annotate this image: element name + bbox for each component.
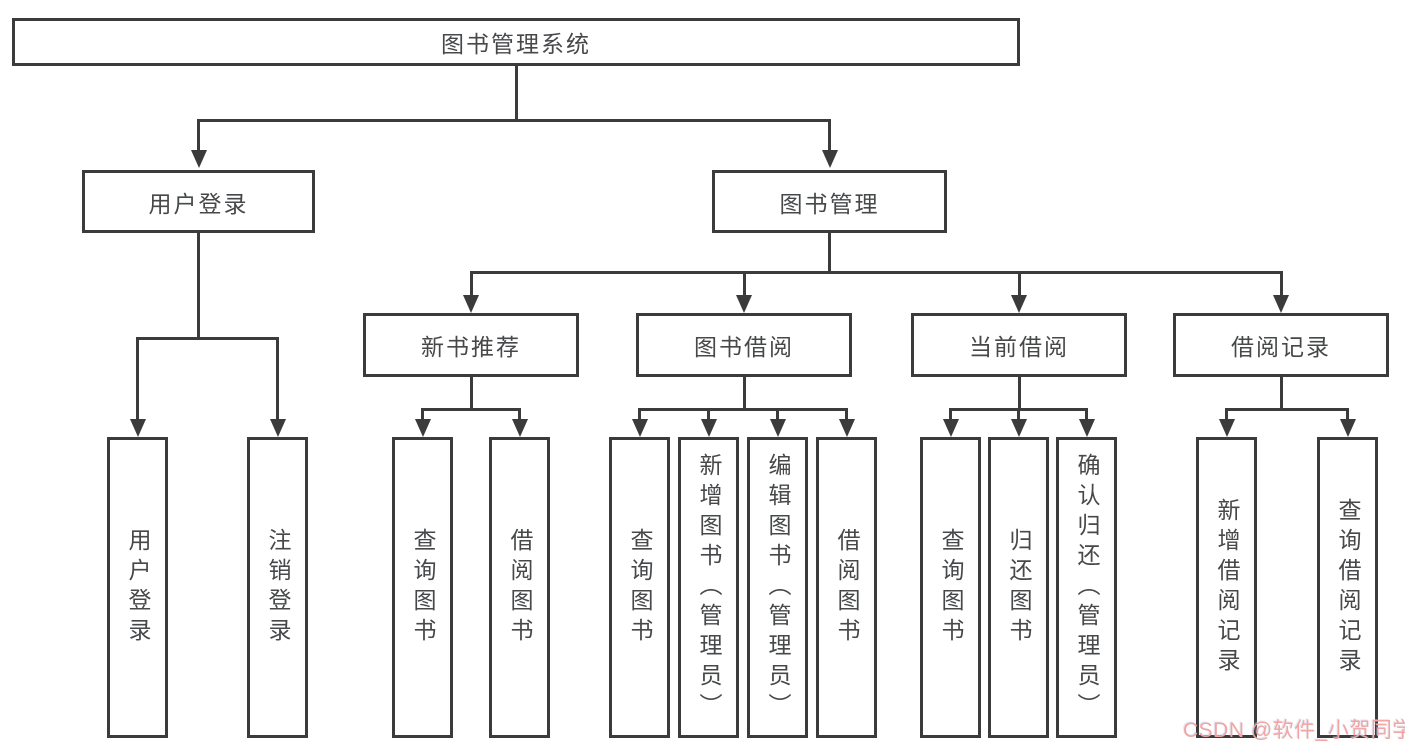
- leaf-query-borrow-record-label: 查询借阅记录: [1335, 497, 1361, 678]
- arrow-down-icon: [190, 150, 207, 168]
- arrow-down-icon: [511, 419, 528, 437]
- connector-line: [1017, 377, 1021, 411]
- leaf-user-login-label: 用户登录: [125, 527, 151, 648]
- leaf-edit-book-admin-label: 编辑图书（管理员）: [765, 452, 791, 723]
- node-user-login-label: 用户登录: [148, 190, 249, 217]
- connector-line: [742, 271, 746, 296]
- connector-line: [776, 408, 779, 421]
- node-new-book-recommend-label: 新书推荐: [421, 334, 521, 360]
- csdn-watermark: CSDN @软件_小贺同学: [1183, 719, 1405, 742]
- leaf-borrow-books-borrowing-label: 借阅图书: [834, 527, 860, 648]
- connector-line: [1017, 271, 1021, 296]
- connector-line: [1225, 408, 1349, 411]
- leaf-query-borrow-record: 查询借阅记录: [1317, 437, 1378, 738]
- connector-line: [276, 337, 279, 421]
- connector-line: [514, 66, 518, 120]
- arrow-down-icon: [269, 419, 286, 437]
- node-current-borrowing-label: 当前借阅: [969, 334, 1069, 360]
- node-book-management: 图书管理: [712, 170, 947, 233]
- arrow-down-icon: [700, 419, 717, 437]
- arrow-down-icon: [736, 295, 752, 313]
- connector-line: [197, 119, 831, 122]
- leaf-query-books-current-label: 查询图书: [938, 527, 964, 648]
- leaf-add-borrow-record-label: 新增借阅记录: [1214, 497, 1240, 678]
- node-current-borrowing: 当前借阅: [911, 313, 1127, 377]
- leaf-logout: 注销登录: [247, 437, 308, 738]
- connector-line: [421, 408, 424, 421]
- connector-line: [469, 271, 1283, 274]
- node-borrow-records-label: 借阅记录: [1231, 334, 1331, 360]
- connector-line: [638, 408, 848, 411]
- connector-line: [1017, 408, 1020, 421]
- leaf-add-borrow-record: 新增借阅记录: [1196, 437, 1257, 738]
- arrow-down-icon: [1078, 419, 1095, 437]
- leaf-add-book-admin-label: 新增图书（管理员）: [696, 452, 722, 723]
- arrow-down-icon: [129, 419, 146, 437]
- node-book-borrowing-label: 图书借阅: [694, 334, 794, 360]
- connector-line: [845, 408, 848, 421]
- connector-line: [136, 337, 139, 421]
- node-new-book-recommend: 新书推荐: [363, 313, 579, 377]
- leaf-user-login: 用户登录: [107, 437, 168, 738]
- connector-line: [469, 271, 473, 296]
- leaf-add-book-admin: 新增图书（管理员）: [678, 437, 739, 738]
- connector-line: [197, 233, 200, 338]
- leaf-borrow-books-borrowing: 借阅图书: [816, 437, 877, 738]
- connector-line: [1346, 408, 1349, 421]
- arrow-down-icon: [1010, 419, 1027, 437]
- leaf-query-books-current: 查询图书: [920, 437, 981, 738]
- leaf-borrow-books-recommend-label: 借阅图书: [507, 527, 533, 648]
- connector-line: [136, 337, 279, 340]
- leaf-confirm-return-admin: 确认归还（管理员）: [1056, 437, 1117, 738]
- arrow-down-icon: [1218, 419, 1235, 437]
- connector-line: [828, 119, 831, 150]
- connector-line: [707, 408, 710, 421]
- leaf-logout-label: 注销登录: [265, 527, 291, 648]
- connector-line: [518, 408, 521, 421]
- node-book-borrowing: 图书借阅: [636, 313, 852, 377]
- connector-line: [1279, 271, 1283, 296]
- connector-line: [742, 377, 746, 411]
- node-borrow-records: 借阅记录: [1173, 313, 1389, 377]
- connector-line: [197, 119, 200, 150]
- leaf-confirm-return-admin-label: 确认归还（管理员）: [1074, 452, 1100, 723]
- node-root: 图书管理系统: [12, 18, 1020, 66]
- leaf-borrow-books-recommend: 借阅图书: [489, 437, 550, 738]
- arrow-down-icon: [821, 150, 838, 168]
- leaf-query-books-borrowing: 查询图书: [609, 437, 670, 738]
- leaf-edit-book-admin: 编辑图书（管理员）: [747, 437, 808, 738]
- node-root-label: 图书管理系统: [441, 31, 591, 57]
- arrow-down-icon: [1011, 295, 1027, 313]
- arrow-down-icon: [414, 419, 431, 437]
- connector-line: [949, 408, 952, 421]
- connector-line: [638, 408, 641, 421]
- connector-line: [1225, 408, 1228, 421]
- leaf-query-books-borrowing-label: 查询图书: [627, 527, 653, 648]
- connector-line: [1279, 377, 1283, 409]
- node-book-management-label: 图书管理: [779, 190, 880, 217]
- connector-line: [1085, 408, 1088, 421]
- arrow-down-icon: [463, 295, 479, 313]
- arrow-down-icon: [769, 419, 786, 437]
- connector-line: [421, 408, 521, 411]
- arrow-down-icon: [1339, 419, 1356, 437]
- connector-line: [828, 233, 831, 274]
- leaf-query-books-recommend-label: 查询图书: [410, 527, 436, 648]
- arrow-down-icon: [942, 419, 959, 437]
- leaf-return-book: 归还图书: [988, 437, 1049, 738]
- arrow-down-icon: [631, 419, 648, 437]
- connector-line: [469, 377, 473, 411]
- leaf-return-book-label: 归还图书: [1006, 527, 1032, 648]
- leaf-query-books-recommend: 查询图书: [392, 437, 453, 738]
- node-user-login: 用户登录: [82, 170, 315, 233]
- arrow-down-icon: [1273, 295, 1289, 313]
- arrow-down-icon: [838, 419, 855, 437]
